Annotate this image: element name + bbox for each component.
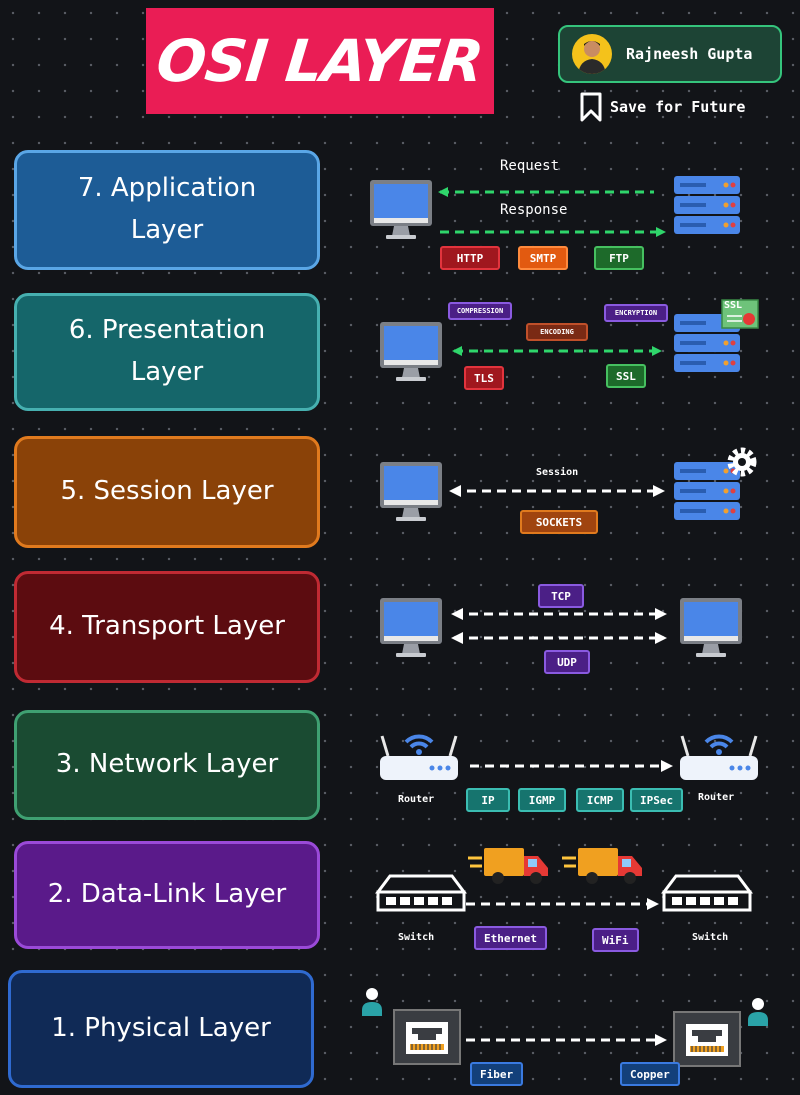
network-tag-ipsec: IPSec <box>630 788 684 812</box>
pres-monitor <box>380 322 442 381</box>
session-server <box>674 462 740 520</box>
transport-monitor-right <box>680 598 742 657</box>
application-tag-http: HTTP <box>440 246 500 270</box>
layer-label: 5. Session Layer <box>60 476 274 507</box>
person-icon-right <box>748 998 768 1026</box>
switch-left-icon <box>376 874 466 912</box>
save-label: Save for Future <box>610 98 746 116</box>
truck-icon-1 <box>466 846 550 886</box>
layer-label: 7. Application Layer <box>77 173 257 245</box>
app-monitor <box>370 180 432 239</box>
app-server <box>674 176 740 234</box>
avatar <box>572 34 612 74</box>
transport-monitor-left <box>380 598 442 657</box>
network-tag-igmp: IGMP <box>518 788 566 812</box>
layer-box-3: 3. Network Layer <box>14 710 320 820</box>
physical-tag-fiber: Fiber <box>470 1062 524 1086</box>
switch-right-icon <box>662 874 752 912</box>
session-monitor <box>380 462 442 521</box>
ethernet-port-right-icon <box>673 1011 741 1067</box>
person-icon <box>578 41 606 74</box>
physical-tag-copper: Copper <box>620 1062 680 1086</box>
router-right-label: Router <box>698 792 735 803</box>
layer-label: 2. Data-Link Layer <box>47 879 287 910</box>
person-icon-left <box>362 988 382 1016</box>
presentation-tag-encryption: ENCRYPTION <box>604 304 668 322</box>
ethernet-port-left-icon <box>393 1009 461 1065</box>
layer-box-1: 1. Physical Layer <box>8 970 314 1088</box>
presentation-tag-compression: COMPRESSION <box>448 302 512 320</box>
datalink-tag-wifi: WiFi <box>592 928 639 952</box>
bookmark-icon <box>580 92 602 122</box>
gear-icon <box>727 447 757 477</box>
transport-tag-tcp: TCP <box>538 584 584 608</box>
response-label: Response <box>500 202 568 218</box>
layer-box-5: 5. Session Layer <box>14 436 320 548</box>
ssl-badge-label: SSL <box>724 300 743 311</box>
author-name: Rajneesh Gupta <box>626 45 753 63</box>
layer-box-7: 7. Application Layer <box>14 150 320 270</box>
layer-box-6: 6. Presentation Layer <box>14 293 320 411</box>
layer-box-4: 4. Transport Layer <box>14 571 320 683</box>
ssl-certificate-icon <box>721 299 759 329</box>
network-tag-icmp: ICMP <box>576 788 624 812</box>
session-tag-sockets: SOCKETS <box>520 510 598 534</box>
layer-label: 4. Transport Layer <box>49 611 285 642</box>
switch-right-label: Switch <box>692 932 729 943</box>
router-right-icon <box>678 734 760 782</box>
datalink-tag-ethernet: Ethernet <box>474 926 547 950</box>
request-label: Request <box>500 158 560 174</box>
presentation-tag-ssl: SSL <box>606 364 646 388</box>
application-tag-ftp: FTP <box>594 246 644 270</box>
application-tag-smtp: SMTP <box>518 246 568 270</box>
layer-label: 1. Physical Layer <box>51 1013 271 1044</box>
presentation-tag-encoding: ENCODING <box>526 323 588 341</box>
layer-box-2: 2. Data-Link Layer <box>14 841 320 949</box>
layer-label: 3. Network Layer <box>55 749 279 780</box>
router-left-icon <box>378 734 460 782</box>
switch-left-label: Switch <box>398 932 435 943</box>
truck-icon-2 <box>560 846 644 886</box>
session-label: Session <box>536 467 579 478</box>
save-for-future[interactable]: Save for Future <box>580 92 745 122</box>
title-banner: OSI LAYER <box>146 8 494 114</box>
layer-label: 6. Presentation Layer <box>68 315 266 387</box>
presentation-tag-tls: TLS <box>464 366 504 390</box>
router-left-label: Router <box>398 794 435 805</box>
transport-tag-udp: UDP <box>544 650 590 674</box>
author-badge: Rajneesh Gupta <box>558 25 782 83</box>
network-tag-ip: IP <box>466 788 510 812</box>
